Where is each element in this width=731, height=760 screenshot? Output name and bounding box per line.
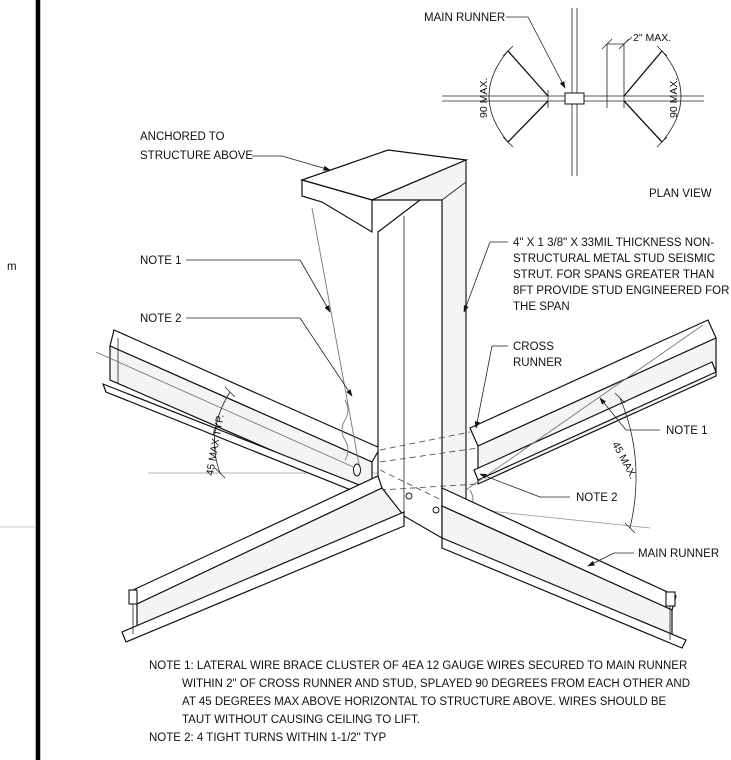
side-mark: m [7, 261, 17, 273]
cross-runner-front-arm [121, 475, 405, 643]
plan-angle-left-label: 90 MAX. [478, 78, 490, 118]
strut-label-line2: STRUCTURAL METAL STUD SEISMIC [513, 253, 715, 265]
angle-arcs [214, 386, 637, 534]
plan-gap-label: 2" MAX. [633, 32, 671, 44]
cross-runner-label-line2: RUNNER [513, 357, 562, 369]
strut-label-line3: STRUT. FOR SPANS GREATER THAN [513, 269, 714, 281]
note1-line4: TAUT WITHOUT CAUSING CEILING TO LIFT. [182, 714, 420, 726]
plan-angle-right-label: 90 MAX. [668, 78, 680, 118]
stud-strut [300, 149, 469, 541]
cross-runner-back-arm [469, 319, 717, 485]
anchored-label-line2: STRUCTURE ABOVE [140, 150, 253, 162]
main-runner-bottom-label: MAIN RUNNER [638, 548, 719, 560]
plan-main-runner-label: MAIN RUNNER [424, 12, 505, 24]
leaders [186, 155, 660, 567]
strut-label-line5: THE SPAN [513, 301, 570, 313]
strut-label-line4: 8FT PROVIDE STUD ENGINEERED FOR [513, 285, 729, 297]
note2-right-label: NOTE 2 [576, 492, 618, 504]
angle-right-label: 45 MAX. [609, 440, 639, 481]
note2-line1: NOTE 2: 4 TIGHT TURNS WITHIN 1-1/2" TYP [149, 732, 386, 744]
note1-right-label: NOTE 1 [666, 425, 708, 437]
strut-label-line1: 4" X 1 3/8" X 33MIL THICKNESS NON- [513, 237, 714, 249]
note2-left-label: NOTE 2 [140, 313, 182, 325]
cross-runner-label-line1: CROSS [513, 341, 554, 353]
main-runner-back-arm [101, 329, 381, 502]
plan-view [442, 8, 704, 176]
note1-left-label: NOTE 1 [140, 255, 182, 267]
note1-line3: AT 45 DEGREES MAX ABOVE HORIZONTAL TO ST… [182, 696, 667, 708]
note1-line1: NOTE 1: LATERAL WIRE BRACE CLUSTER OF 4E… [149, 660, 687, 672]
plan-view-label: PLAN VIEW [649, 188, 712, 200]
anchored-label-line1: ANCHORED TO [140, 131, 225, 143]
main-runner-front-arm [441, 487, 687, 649]
note1-line2: WITHIN 2" OF CROSS RUNNER AND STUD, SPLA… [182, 678, 690, 690]
